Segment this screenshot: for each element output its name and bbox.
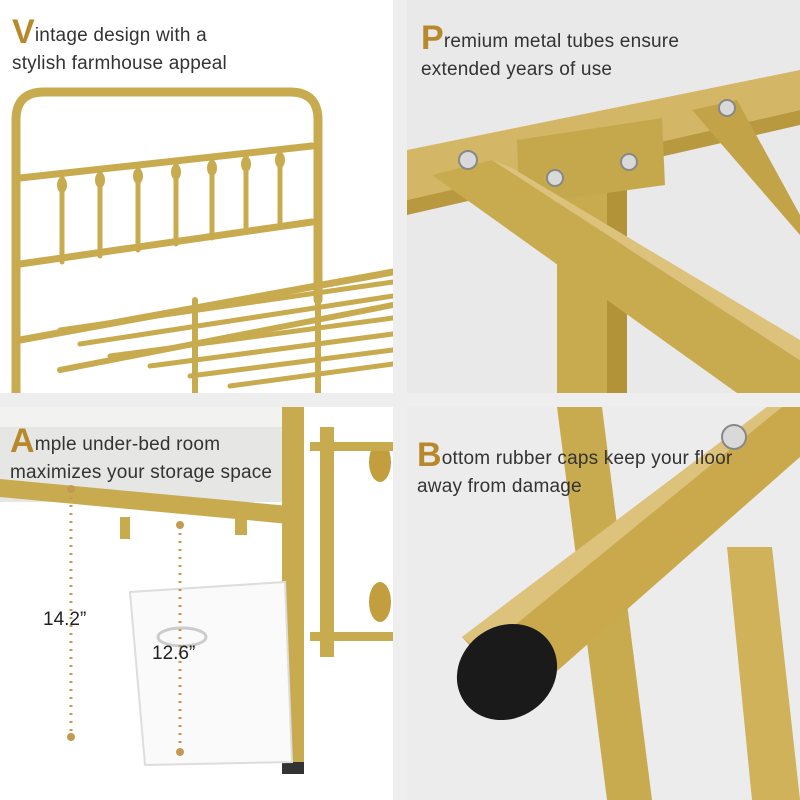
caption-line2: maximizes your storage space [10,462,273,483]
caption-rubber-caps: Bottom rubber caps keep your floor away … [417,438,800,501]
rubber-cap-illustration [456,407,800,800]
caption-storage: Ample under-bed room maximizes your stor… [10,424,390,487]
under-bed-illustration [0,407,393,774]
panel-vintage-design: Vintage design with a stylish farmhouse … [0,0,393,393]
caption-initial: B [417,436,442,474]
panel-metal-tubes: Premium metal tubes ensure extended year… [407,0,800,393]
caption-line1: remium metal tubes ensure [443,31,680,52]
headboard-illustration [11,87,393,393]
caption-vintage: Vintage design with a stylish farmhouse … [12,15,372,78]
bed-height-label: 14.2” [43,609,87,630]
caption-line1: intage design with a [34,25,207,46]
caption-line2: stylish farmhouse appeal [12,53,227,74]
storage-height-label: 12.6” [152,643,196,664]
caption-initial: A [10,422,35,460]
metal-joint-illustration [407,70,800,393]
caption-initial: P [421,19,444,57]
panel-under-bed: Ample under-bed room maximizes your stor… [0,407,393,800]
caption-line1: ottom rubber caps keep your floor [441,448,733,469]
caption-line1: mple under-bed room [34,434,221,455]
caption-line2: extended years of use [421,59,613,80]
caption-initial: V [12,13,35,51]
caption-metal: Premium metal tubes ensure extended year… [421,21,791,84]
caption-line2: away from damage [417,476,582,497]
panel-rubber-caps: Bottom rubber caps keep your floor away … [407,407,800,800]
